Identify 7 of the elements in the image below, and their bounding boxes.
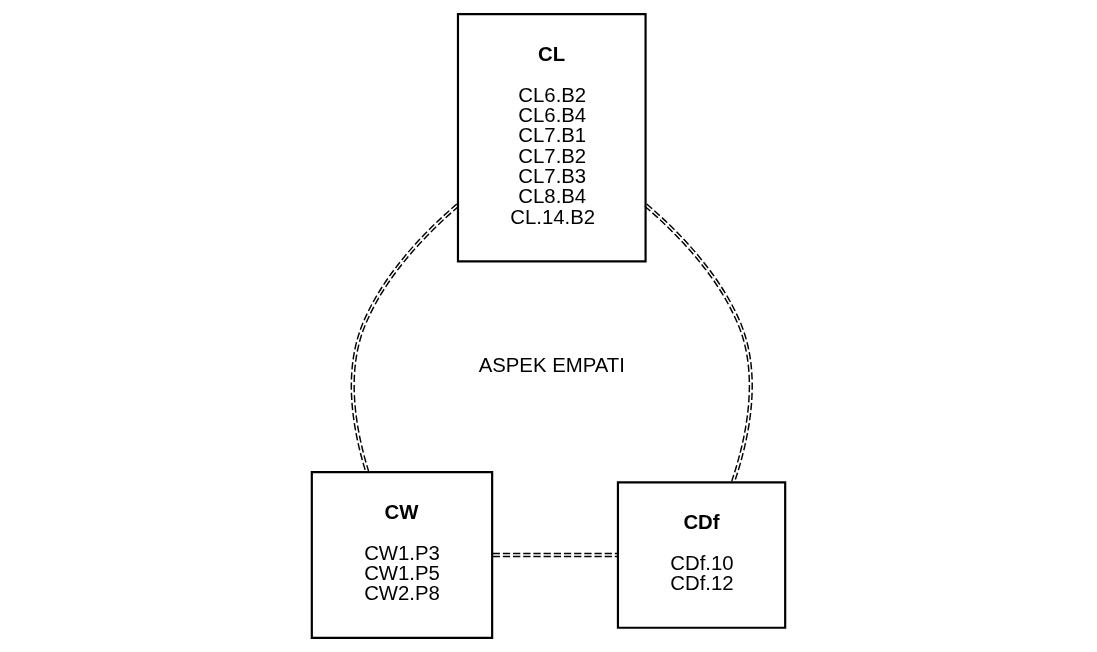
connector: [491, 552, 619, 558]
label: ASPEK EMPATI: [478, 354, 625, 377]
node-box: CL CL6.B2 CL6.B4 CL7.B1 CL7.B2 CL7.B3 CL8.B4 CL.14.B2: [456, 12, 647, 263]
connector: [644, 203, 753, 484]
node-box: CDf CDf.10 CDf.12: [616, 481, 787, 629]
node-box: CW CW1.P3 CW1.P5 CW2.P8: [310, 471, 494, 640]
connector: [350, 203, 460, 473]
